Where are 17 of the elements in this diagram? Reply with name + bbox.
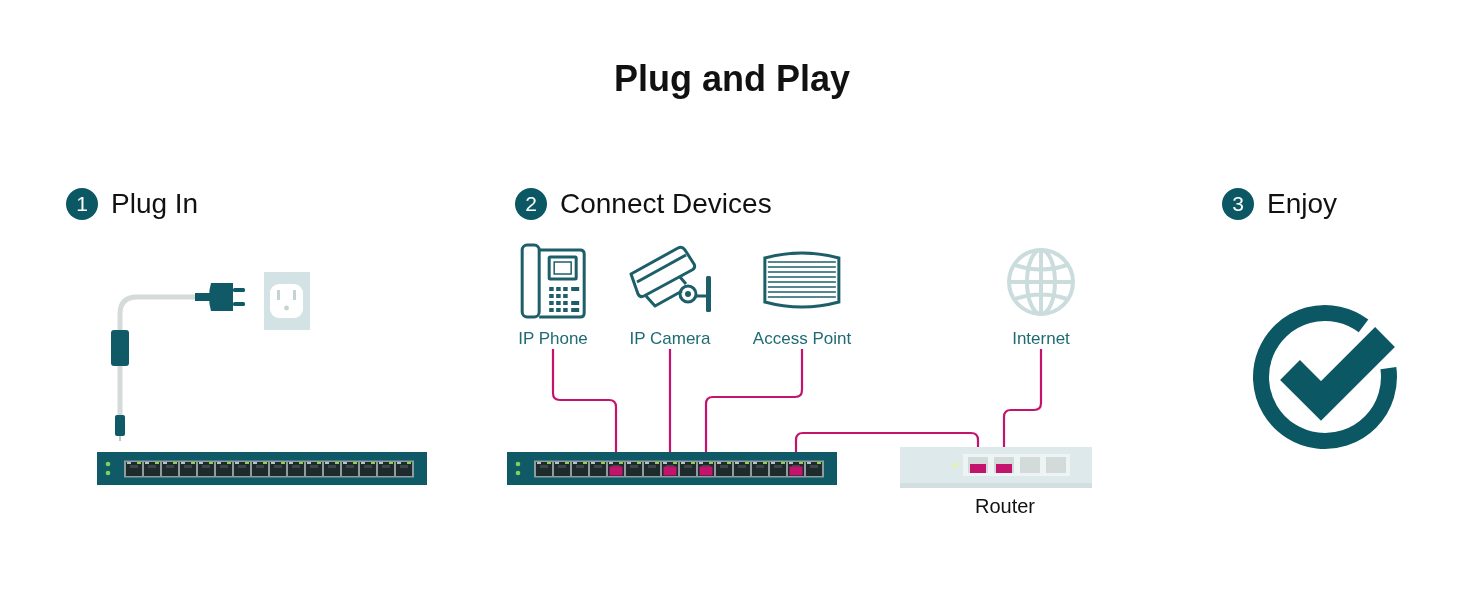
step-heading: Connect Devices xyxy=(560,187,772,221)
device-label: Access Point xyxy=(752,329,852,349)
cable-line xyxy=(704,349,804,452)
step-number-badge: 3 xyxy=(1222,188,1254,220)
step-heading: Enjoy xyxy=(1267,187,1338,221)
network-switch-illustration xyxy=(507,452,837,485)
cable-line xyxy=(551,349,618,452)
step-heading: Plug In xyxy=(111,187,199,221)
cable-line xyxy=(1002,349,1043,447)
step-number-badge: 1 xyxy=(66,188,98,220)
device-label: Internet xyxy=(1012,329,1070,349)
device-label: IP Phone xyxy=(518,329,588,349)
step-number-badge: 2 xyxy=(515,188,547,220)
cable-line xyxy=(668,349,672,452)
device-label: Router xyxy=(975,494,1035,518)
page-title: Plug and Play xyxy=(613,58,851,100)
device-label: IP Camera xyxy=(629,329,711,349)
